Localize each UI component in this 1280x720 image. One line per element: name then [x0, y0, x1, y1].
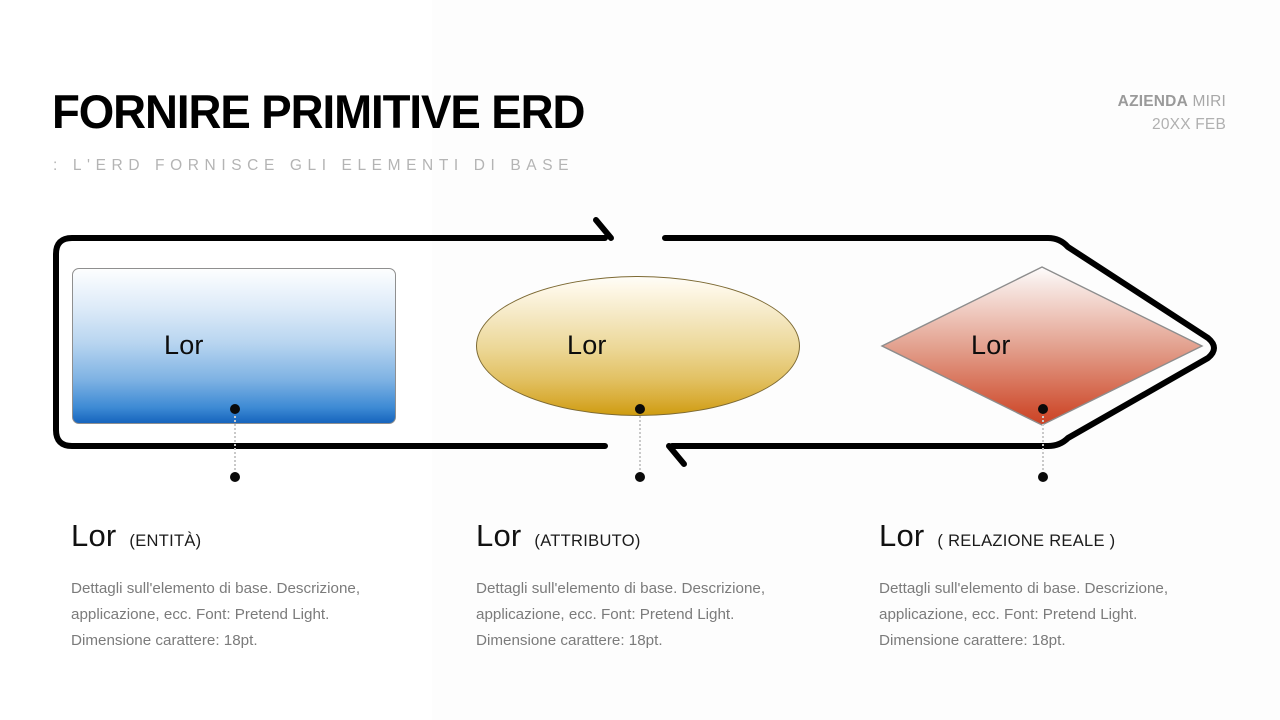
relation-anchor-dot-bottom	[1038, 472, 1048, 482]
attribute-anchor-dot-bottom	[635, 472, 645, 482]
attribute-connector-line	[639, 416, 641, 474]
column-attribute-body: Dettagli sull'elemento di base. Descrizi…	[476, 580, 766, 649]
entity-rectangle[interactable]	[72, 268, 396, 424]
column-entity-tag: (ENTITÀ)	[129, 532, 202, 550]
meta-date: 20XX FEB	[1152, 116, 1226, 134]
entity-anchor-dot-bottom	[230, 472, 240, 482]
relation-connector-line	[1042, 416, 1044, 474]
slide-meta: AZIENDA MIRI 20XX FEB	[1118, 90, 1226, 137]
attribute-shape-label: Lor	[567, 330, 607, 360]
band-bottom-chevron-icon	[666, 443, 687, 467]
relation-diamond[interactable]	[880, 266, 1204, 426]
column-relation-heading: Lor ( RELAZIONE REALE )	[879, 518, 1209, 554]
entity-shape-label: Lor	[164, 330, 204, 360]
entity-connector-line	[234, 416, 236, 474]
meta-company-strong: AZIENDA	[1117, 93, 1188, 110]
arrow-band	[53, 217, 1217, 467]
attribute-ellipse[interactable]	[476, 276, 800, 416]
column-attribute-heading: Lor (ATTRIBUTO)	[476, 518, 806, 554]
band-right-outline	[662, 235, 1217, 449]
column-attribute-tag: (ATTRIBUTO)	[534, 532, 641, 550]
column-entity-heading: Lor (ENTITÀ)	[71, 518, 401, 554]
entity-anchor-dot-top	[230, 404, 240, 414]
band-top-chevron-icon	[593, 217, 614, 241]
band-left-outline	[53, 235, 608, 449]
attribute-anchor-dot-top	[635, 404, 645, 414]
column-relation: Lor ( RELAZIONE REALE ) Dettagli sull'el…	[879, 518, 1209, 654]
column-relation-body: Dettagli sull'elemento di base. Descrizi…	[879, 580, 1169, 649]
column-entity-title: Lor	[71, 518, 117, 553]
column-attribute: Lor (ATTRIBUTO) Dettagli sull'elemento d…	[476, 518, 806, 654]
relation-anchor-dot-top	[1038, 404, 1048, 414]
page-subtitle: : L'ERD FORNISCE GLI ELEMENTI DI BASE	[53, 157, 575, 174]
column-entity-body: Dettagli sull'elemento di base. Descrizi…	[71, 580, 361, 649]
meta-company-rest: MIRI	[1187, 93, 1226, 110]
column-attribute-title: Lor	[476, 518, 522, 553]
column-relation-title: Lor	[879, 518, 925, 553]
page-title: FORNIRE PRIMITIVE ERD	[52, 85, 585, 138]
column-relation-tag: ( RELAZIONE REALE )	[937, 532, 1116, 550]
column-entity: Lor (ENTITÀ) Dettagli sull'elemento di b…	[71, 518, 401, 654]
relation-diamond-body	[880, 266, 1204, 426]
relation-shape-label: Lor	[971, 330, 1011, 360]
meta-company: AZIENDA MIRI	[1118, 90, 1226, 113]
